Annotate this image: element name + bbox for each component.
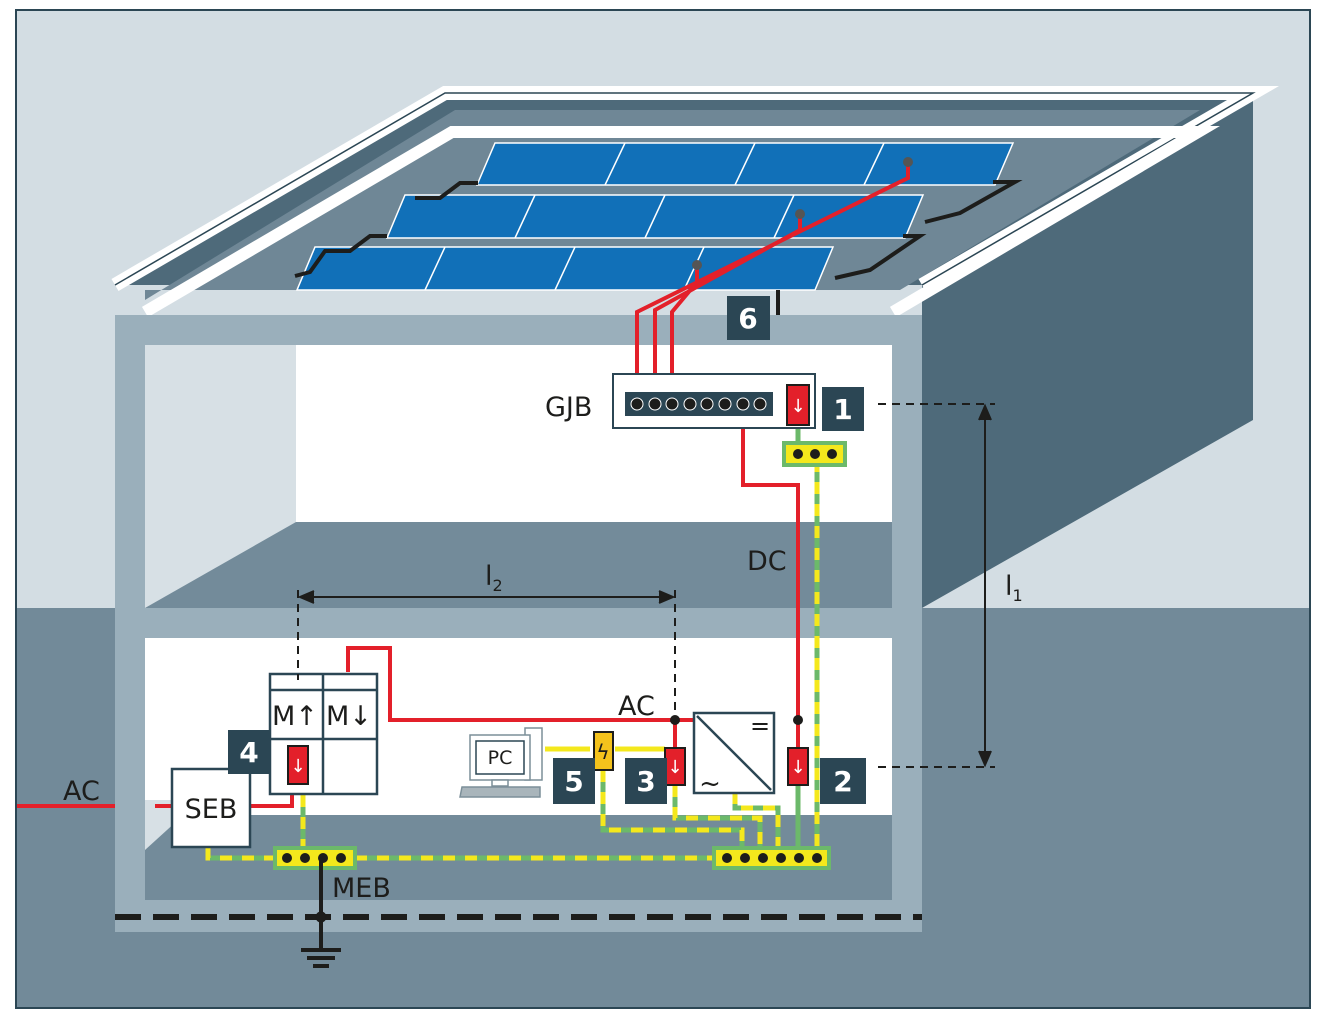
label-distance-l2: l2	[485, 561, 503, 595]
svg-text:6: 6	[738, 302, 757, 335]
svg-text:5: 5	[564, 765, 583, 798]
svg-text:3: 3	[636, 765, 655, 798]
label-dc: DC	[747, 546, 787, 577]
meter-cabinet	[268, 672, 379, 796]
label-seb: SEB	[185, 794, 238, 825]
marker-6: 6	[727, 296, 770, 340]
inverter-ac-symbol: ~	[699, 769, 721, 799]
upper-room-back-wall	[296, 345, 892, 522]
inverter	[692, 711, 776, 795]
marker-5: 5	[553, 758, 595, 804]
svg-text:4: 4	[239, 736, 258, 769]
lightning-icon: ϟ	[596, 740, 609, 764]
surge-protector-ac-meter	[287, 745, 309, 785]
marker-2: 2	[820, 758, 866, 804]
inverter-dc-symbol: =	[750, 712, 770, 740]
dc-cables	[17, 163, 910, 808]
label-pc: PC	[488, 747, 513, 769]
label-ac-inverter: AC	[618, 691, 655, 722]
service-entrance-box	[170, 767, 252, 849]
pv-array	[295, 142, 1015, 291]
arrow-down-icon: ↓	[790, 757, 805, 778]
arrow-down-icon: ↓	[290, 756, 305, 777]
busbar-gjb	[782, 441, 847, 467]
marker-1: 1	[822, 387, 864, 431]
arrow-down-icon: ↓	[790, 396, 805, 417]
surge-protector-data-line	[593, 731, 614, 771]
svg-text:1: 1	[833, 393, 852, 426]
label-distance-l1: l1	[1005, 571, 1023, 605]
arrow-down-icon: ↓	[667, 757, 682, 778]
marker-3: 3	[625, 758, 667, 804]
earth-ground-icon	[301, 858, 341, 968]
dimension-lines	[297, 403, 995, 768]
roof-parapet-inner	[141, 126, 1220, 318]
svg-text:2: 2	[833, 765, 852, 798]
main-earthing-busbar	[273, 846, 357, 870]
meter-import-label: M↑	[272, 701, 318, 732]
local-earthing-busbar	[712, 846, 831, 870]
building-front-wall	[115, 315, 922, 932]
pc-computer	[459, 727, 543, 798]
generator-junction-box: ↓	[612, 373, 816, 429]
roof-parapet-edge	[114, 92, 1256, 286]
surge-protector-dc-inverter	[787, 747, 809, 786]
label-gjb: GJB	[545, 392, 592, 423]
upper-room-left-wall	[145, 345, 296, 608]
label-ac-supply: AC	[63, 776, 100, 807]
meter-export-label: M↓	[326, 701, 372, 732]
label-meb: MEB	[332, 873, 391, 904]
surge-protector-dc-gjb	[786, 384, 810, 426]
marker-4: 4	[228, 730, 270, 774]
